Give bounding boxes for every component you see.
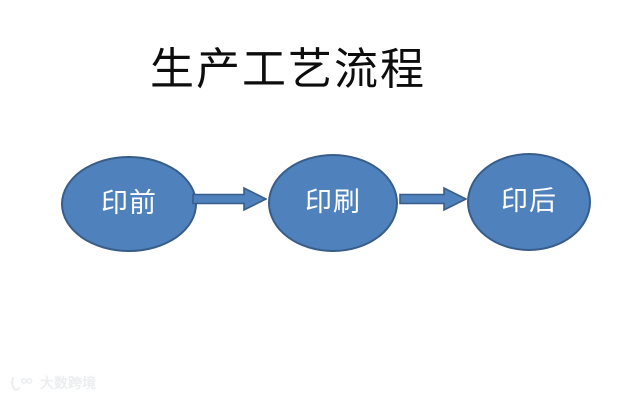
watermark: 大数跨境 [10,376,96,392]
brand-logo-icon [10,376,36,392]
flow-node-label: 印刷 [305,187,361,218]
flow-arrow-right-icon-1[interactable] [192,186,267,212]
flow-node-post-press[interactable]: 印后 [467,153,591,251]
process-flow-diagram: 印前 印刷 印后 [0,152,640,256]
flow-node-printing[interactable]: 印刷 [268,154,398,252]
flow-node-label: 印后 [501,186,557,217]
flow-node-pre-press[interactable]: 印前 [61,156,197,252]
page-title: 生产工艺流程 [150,44,426,95]
flow-arrow-right-icon-2[interactable] [399,186,467,212]
flow-node-label: 印前 [101,188,157,219]
watermark-text: 大数跨境 [40,376,96,392]
